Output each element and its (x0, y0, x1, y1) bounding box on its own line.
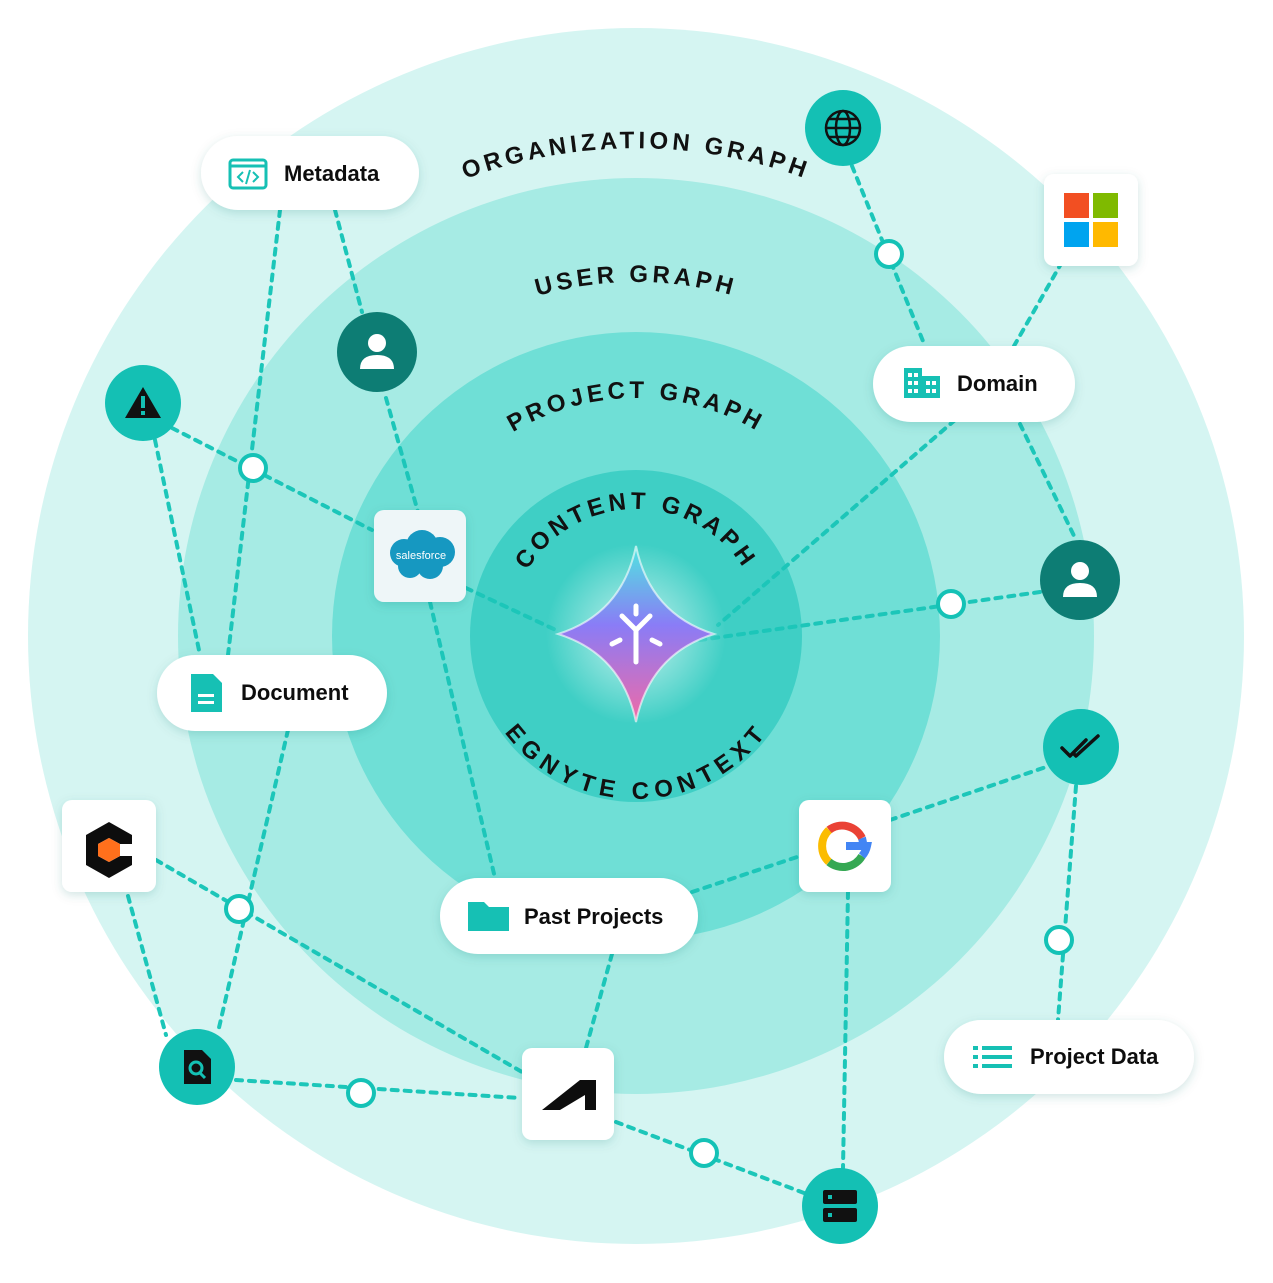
document-node[interactable]: Document (157, 655, 387, 731)
salesforce-node[interactable]: salesforce (374, 510, 466, 602)
list-icon (973, 1046, 1012, 1068)
connector-node (346, 1078, 376, 1108)
user-node-right[interactable] (1040, 540, 1120, 620)
folder-icon (468, 902, 509, 931)
past-projects-label: Past Projects (524, 904, 663, 929)
connector-node (874, 239, 904, 269)
user-icon (360, 334, 394, 369)
document-search-icon (184, 1050, 211, 1084)
document-label: Document (241, 680, 349, 705)
document-icon (191, 674, 222, 712)
hex-c-node[interactable] (62, 800, 156, 892)
connectors (126, 164, 1078, 1195)
project-data-node[interactable]: Project Data (944, 1020, 1194, 1094)
microsoft-node[interactable] (1044, 174, 1138, 266)
globe-icon (824, 109, 862, 147)
double-check-icon (1060, 734, 1100, 758)
connector-node (238, 453, 268, 483)
egnyte-star-logo (546, 544, 726, 724)
warning-node[interactable] (105, 365, 181, 441)
warning-icon (125, 387, 161, 418)
server-node[interactable] (802, 1168, 878, 1244)
salesforce-logo: salesforce (390, 530, 455, 579)
salesforce-logo-text: salesforce (396, 550, 446, 562)
domain-label: Domain (957, 371, 1038, 396)
user-node-top[interactable] (337, 312, 417, 392)
globe-node[interactable] (805, 90, 881, 166)
document-search-node[interactable] (159, 1029, 235, 1105)
code-icon (228, 158, 268, 190)
metadata-label: Metadata (284, 161, 380, 186)
connector-node (1044, 925, 1074, 955)
hex-c-logo (86, 822, 132, 878)
user-icon (1063, 562, 1097, 597)
domain-node[interactable]: Domain (873, 346, 1075, 422)
autodesk-logo (542, 1080, 596, 1110)
project-data-label: Project Data (1030, 1044, 1159, 1069)
google-logo (818, 821, 872, 871)
autodesk-node[interactable] (522, 1048, 614, 1140)
metadata-node[interactable]: Metadata (201, 136, 419, 210)
server-icon (823, 1190, 857, 1222)
microsoft-logo (1064, 193, 1118, 247)
connector-node (689, 1138, 719, 1168)
approval-node[interactable] (1043, 709, 1119, 785)
connector-node (224, 894, 254, 924)
connector-node (936, 589, 966, 619)
past-projects-node[interactable]: Past Projects (440, 878, 698, 954)
google-node[interactable] (799, 800, 891, 892)
connector-nodes (224, 239, 1074, 1168)
building-icon (904, 368, 940, 398)
